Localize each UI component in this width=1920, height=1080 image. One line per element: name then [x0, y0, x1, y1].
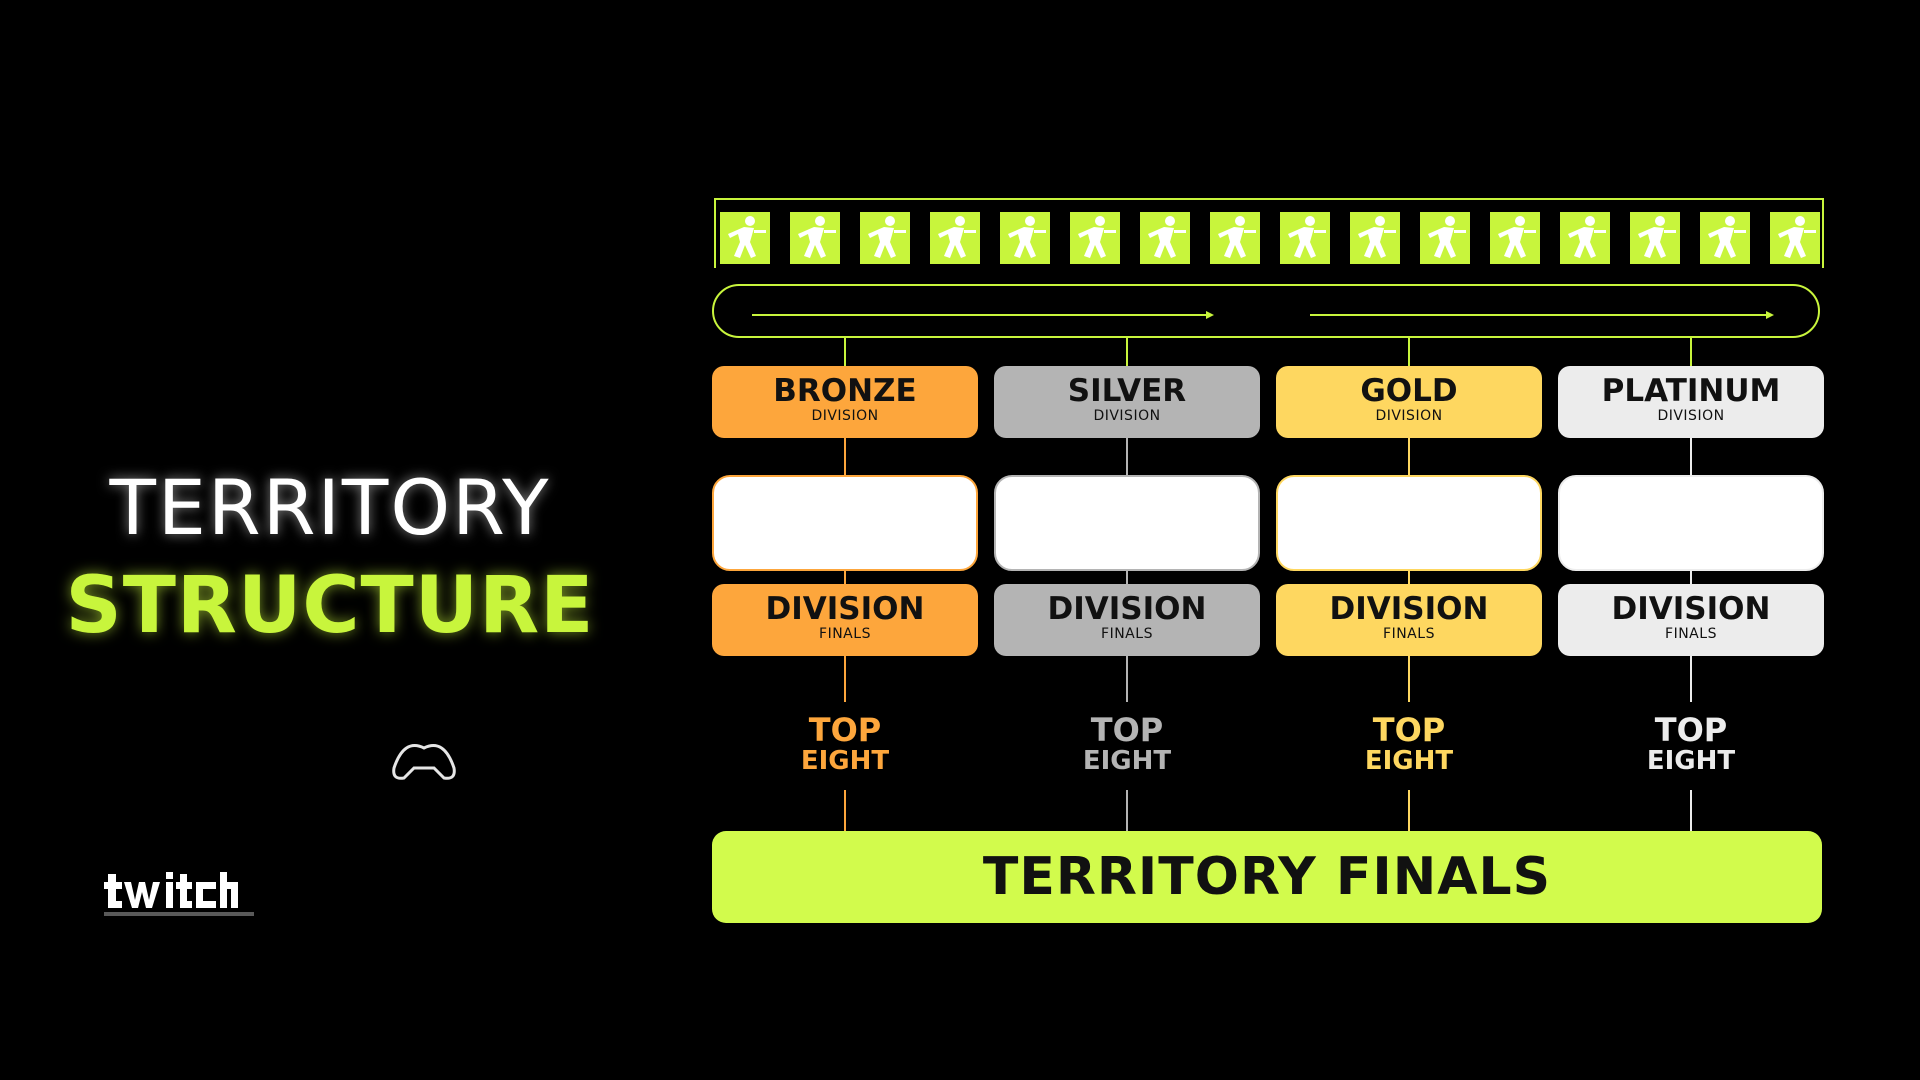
division-label: DIVISION — [1093, 408, 1161, 424]
title-line-structure: STRUCTURE — [65, 561, 595, 651]
top-eight-line2: EIGHT — [1646, 746, 1736, 776]
player-row — [720, 212, 1820, 266]
player-slot-icon — [860, 212, 910, 264]
player-slot-icon — [930, 212, 980, 264]
top-eight-line2: EIGHT — [1082, 746, 1172, 776]
division-finals-title: DIVISION — [1611, 591, 1771, 627]
top-eight-line1: TOP — [808, 711, 882, 749]
player-slot-icon — [1140, 212, 1190, 264]
title-block: TERRITORY STRUCTURE — [60, 460, 600, 656]
division-name: SILVER — [1067, 373, 1187, 409]
player-slot-icon — [1420, 212, 1470, 264]
top-eight-line1: TOP — [1372, 711, 1446, 749]
division-stage-box-silver — [994, 475, 1260, 571]
player-slot-icon — [1630, 212, 1680, 264]
division-label: DIVISION — [811, 408, 879, 424]
division-finals-title: DIVISION — [765, 591, 925, 627]
player-slot-icon — [720, 212, 770, 264]
player-slot-icon — [1280, 212, 1330, 264]
player-slot-icon — [1700, 212, 1750, 264]
top-eight-line2: EIGHT — [1364, 746, 1454, 776]
title-line-territory: TERRITORY — [109, 463, 551, 552]
qualifier-pill — [712, 284, 1820, 338]
player-slot-icon — [1210, 212, 1260, 264]
division-stage-box-bronze — [712, 475, 978, 571]
controller-logo-icon — [392, 744, 456, 780]
division-finals-label: FINALS — [1101, 626, 1153, 642]
top-eight-line1: TOP — [1090, 711, 1164, 749]
division-name: GOLD — [1360, 373, 1458, 409]
division-finals-label: FINALS — [1383, 626, 1435, 642]
division-label: DIVISION — [1657, 408, 1725, 424]
player-slot-icon — [1350, 212, 1400, 264]
top-eight-line1: TOP — [1654, 711, 1728, 749]
player-slot-icon — [1770, 212, 1820, 264]
division-stage-box-gold — [1276, 475, 1542, 571]
territory-finals-banner: TERRITORY FINALS — [712, 831, 1822, 923]
player-slot-icon — [1490, 212, 1540, 264]
player-slot-icon — [1560, 212, 1610, 264]
division-finals-label: FINALS — [819, 626, 871, 642]
player-slot-icon — [1070, 212, 1120, 264]
division-name: BRONZE — [773, 373, 917, 409]
division-finals-label: FINALS — [1665, 626, 1717, 642]
player-slot-icon — [790, 212, 840, 264]
division-finals-title: DIVISION — [1047, 591, 1207, 627]
division-name: PLATINUM — [1601, 373, 1781, 409]
twitch-logo-icon — [104, 868, 254, 922]
top-eight-line2: EIGHT — [800, 746, 890, 776]
player-strip-bracket — [714, 198, 1824, 268]
player-slot-icon — [1000, 212, 1050, 264]
division-finals-title: DIVISION — [1329, 591, 1489, 627]
division-label: DIVISION — [1375, 408, 1443, 424]
division-stage-box-platinum — [1558, 475, 1824, 571]
